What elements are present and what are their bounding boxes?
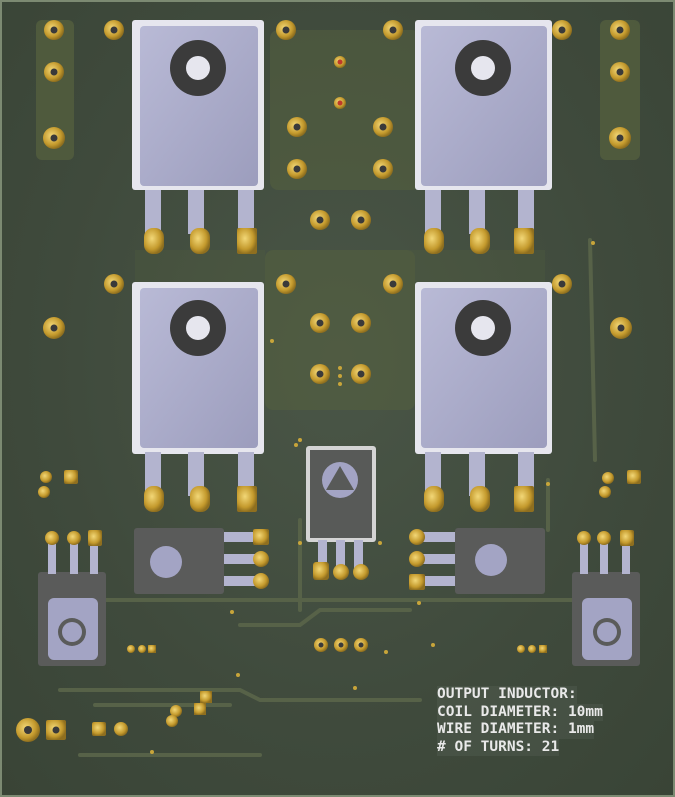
transistor-left-horizontal (134, 528, 269, 594)
silkscreen-inductor-notes: OUTPUT INDUCTOR: COIL DIAMETER: 10mm WIR… (437, 686, 651, 756)
signal-traces (58, 238, 602, 757)
regulator-right (572, 530, 640, 666)
transistor-q2 (415, 20, 552, 254)
transistor-q1 (132, 20, 264, 254)
silkscreen-line-turns: # OF TURNS: 21 (437, 738, 560, 756)
transistor-q4 (415, 282, 552, 512)
transistor-q3 (132, 282, 264, 512)
silkscreen-line-title: OUTPUT INDUCTOR: (437, 686, 577, 704)
vias (150, 241, 595, 754)
pad-holes (24, 26, 625, 734)
silkscreen-line-wire: WIRE DIAMETER: 1mm (437, 721, 595, 739)
transistor-right-horizontal (409, 528, 545, 594)
silkscreen-line-coil: COIL DIAMETER: 10mm (437, 703, 603, 721)
regulator-center (306, 446, 376, 580)
regulator-left (38, 530, 106, 666)
